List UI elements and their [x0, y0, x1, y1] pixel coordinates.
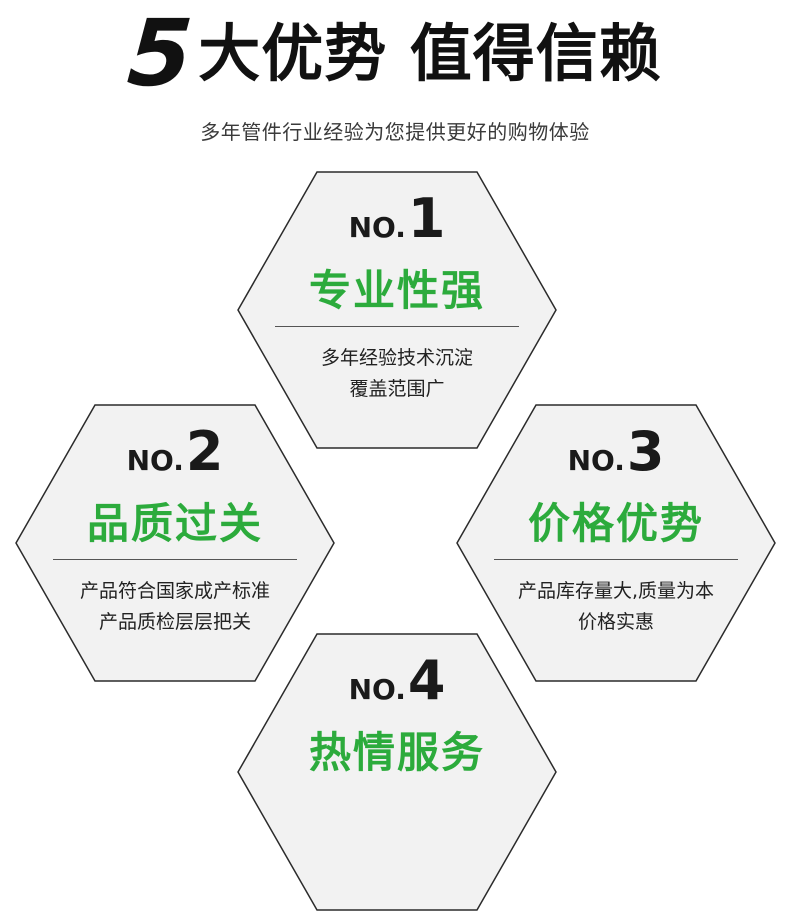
description-line-1: 产品符合国家成产标准	[79, 580, 270, 602]
advantage-number: NO.1	[348, 187, 446, 250]
advantage-description: 产品符合国家成产标准 产品质检层层把关	[25, 576, 325, 638]
headline-title: 大优势 值得信赖	[198, 17, 662, 90]
divider	[494, 559, 738, 560]
advantage-number: NO.3	[567, 420, 665, 483]
headline: 5大优势 值得信赖	[0, 0, 790, 107]
advantage-card-3: NO.3 价格优势 产品库存量大,质量为本 价格实惠	[456, 404, 776, 682]
divider	[275, 326, 519, 327]
description-line-2: 产品质检层层把关	[98, 611, 251, 633]
advantage-title: 品质过关	[86, 499, 263, 548]
description-line-2: 价格实惠	[577, 611, 654, 633]
hexagon-shape	[456, 404, 776, 682]
advantage-number: NO.4	[348, 649, 446, 712]
advantage-title: 专业性强	[308, 266, 485, 315]
advantage-description: 产品库存量大,质量为本 价格实惠	[466, 576, 766, 638]
advantage-description: 多年经验技术沉淀 覆盖范围广	[247, 343, 547, 405]
divider	[53, 559, 297, 560]
description-line-2: 覆盖范围广	[349, 378, 445, 400]
subtitle: 多年管件行业经验为您提供更好的购物体验	[200, 120, 590, 144]
advantage-card-2: NO.2 品质过关 产品符合国家成产标准 产品质检层层把关	[15, 404, 335, 682]
advantage-number: NO.2	[126, 420, 224, 483]
description-line-1: 产品库存量大,质量为本	[517, 580, 715, 602]
advantage-title: 价格优势	[527, 499, 704, 548]
advantage-card-4: NO.4 热情服务	[237, 633, 557, 911]
advantage-title: 热情服务	[308, 728, 485, 777]
hexagon-shape	[15, 404, 335, 682]
hexagon-shape	[237, 171, 557, 449]
headline-number: 5	[124, 0, 196, 107]
advantage-card-1: NO.1 专业性强 多年经验技术沉淀 覆盖范围广	[237, 171, 557, 449]
description-line-1: 多年经验技术沉淀	[320, 347, 473, 369]
